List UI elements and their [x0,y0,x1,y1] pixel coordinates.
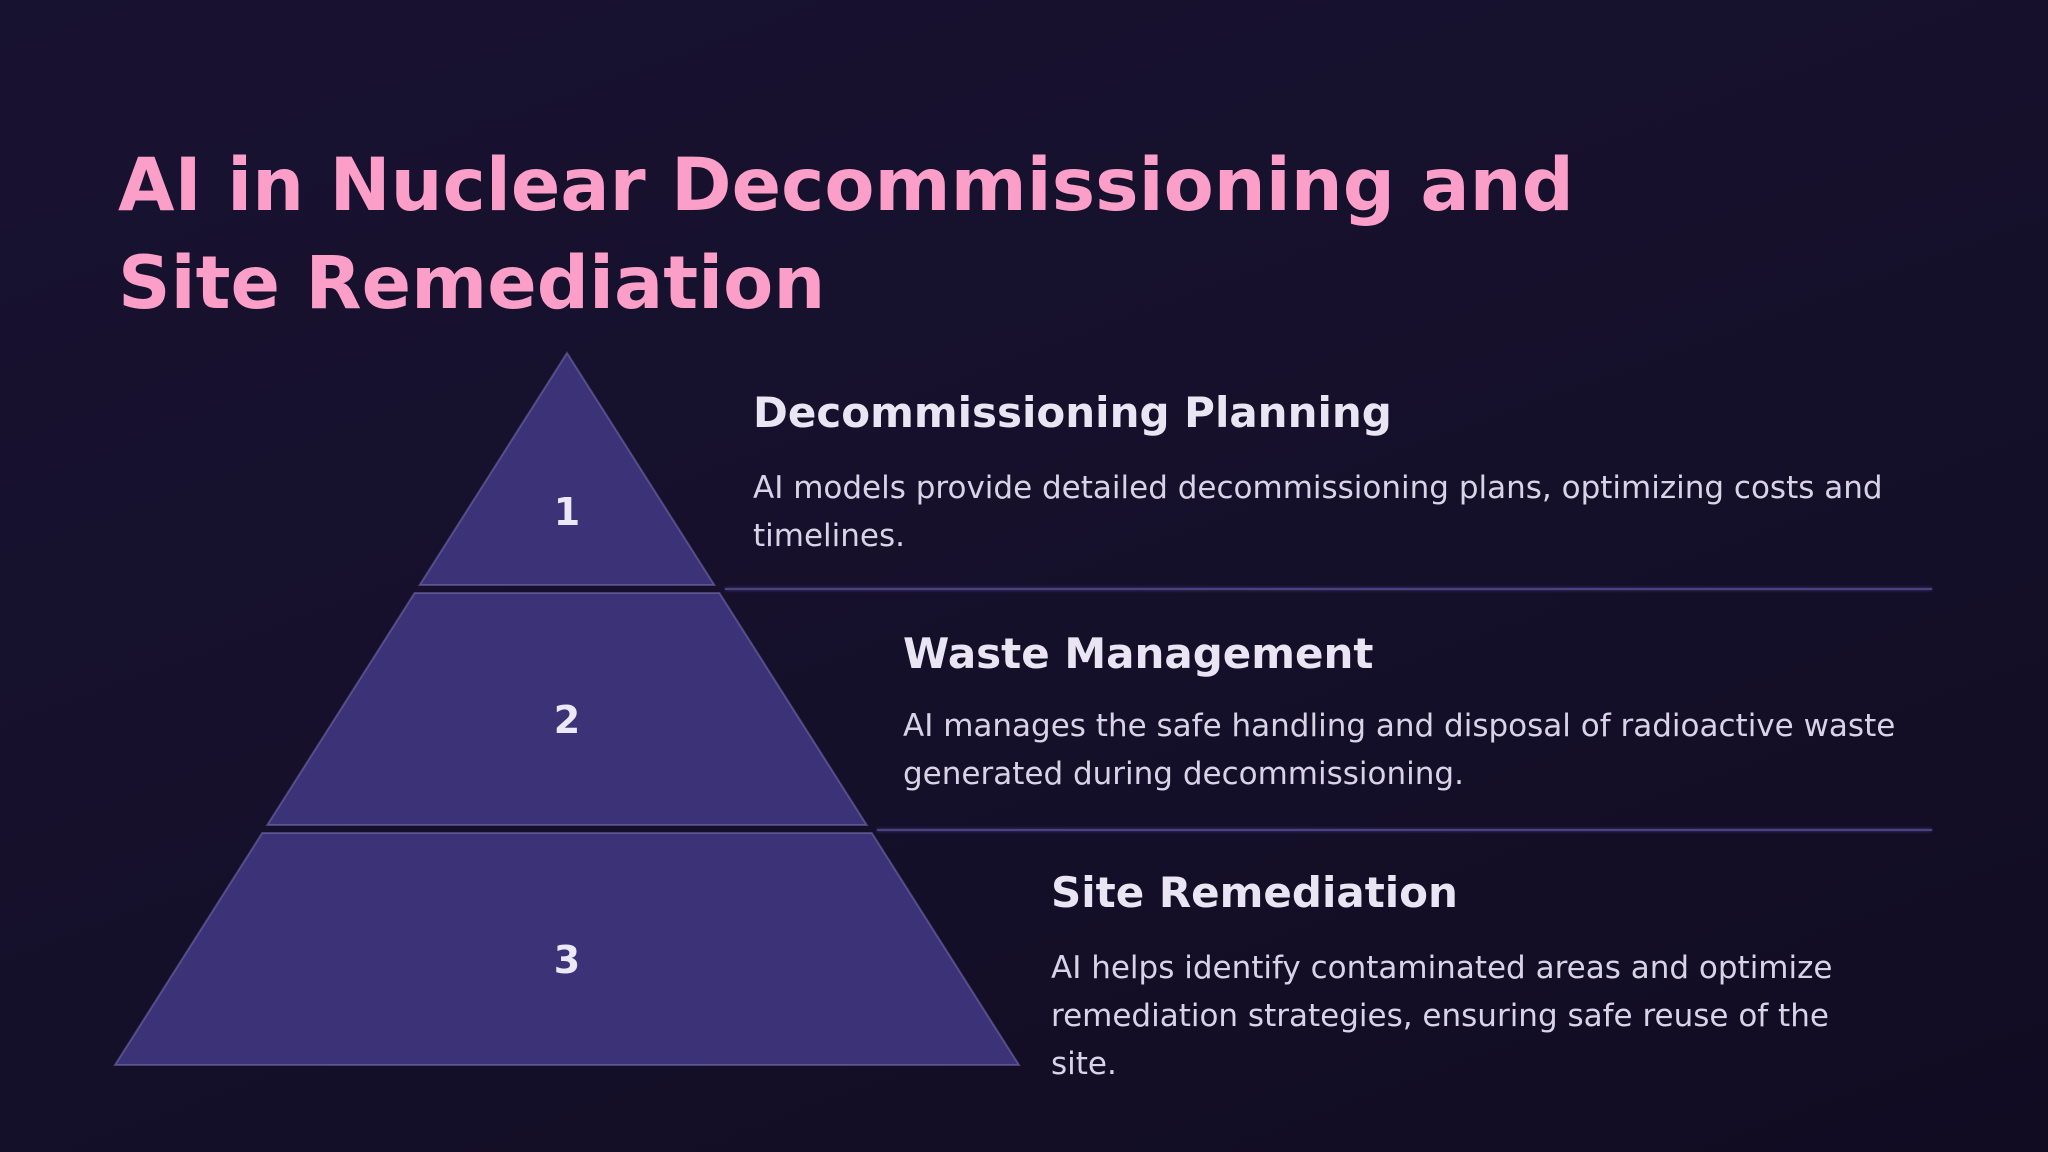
pyramid-level-1-number: 1 [554,490,580,534]
pyramid-level-2-number: 2 [554,698,580,742]
section-divider-1 [725,588,1932,590]
section-2-body: AI manages the safe handling and disposa… [903,708,1896,792]
pyramid-level-3-number: 3 [554,938,580,982]
section-1-heading: Decommissioning Planning [753,388,1392,437]
section-divider-2 [877,829,1932,831]
section-1-body: AI models provide detailed decommissioni… [753,470,1883,554]
section-3-body: AI helps identify contaminated areas and… [1051,950,1833,1082]
pyramid-level-3-shape [113,832,1021,1066]
pyramid-level-1-shape [417,351,717,586]
slide-title: AI in Nuclear Decommissioning and Site R… [118,142,1574,326]
pyramid-level-2-shape [265,592,869,826]
section-3-heading: Site Remediation [1051,868,1458,917]
section-2-heading: Waste Management [903,629,1374,678]
